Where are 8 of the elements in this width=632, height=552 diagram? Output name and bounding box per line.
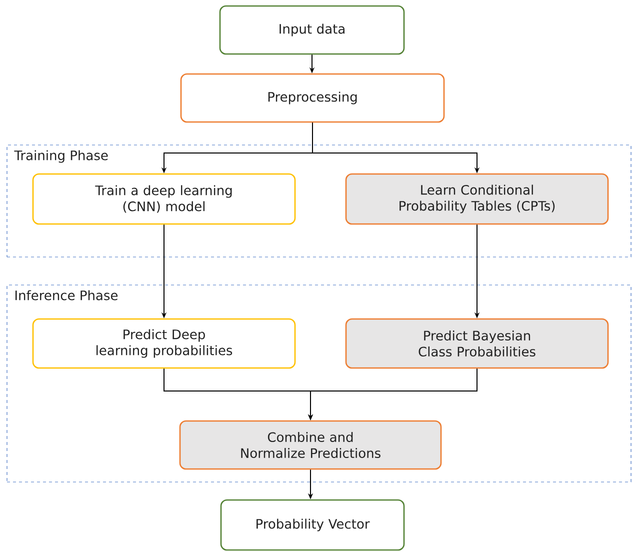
process-box: Train a deep learning (CNN) model: [32, 173, 296, 225]
terminal-box: Input data: [219, 5, 405, 55]
process-box: Predict Deep learning probabilities: [32, 318, 296, 369]
process-box: Combine and Normalize Predictions: [179, 420, 442, 470]
terminal-box: Probability Vector: [220, 499, 405, 551]
process-box: Learn Conditional Probability Tables (CPTs): [345, 173, 609, 225]
process-box: Predict Bayesian Class Probabilities: [345, 318, 609, 369]
process-box: Preprocessing: [180, 73, 445, 123]
